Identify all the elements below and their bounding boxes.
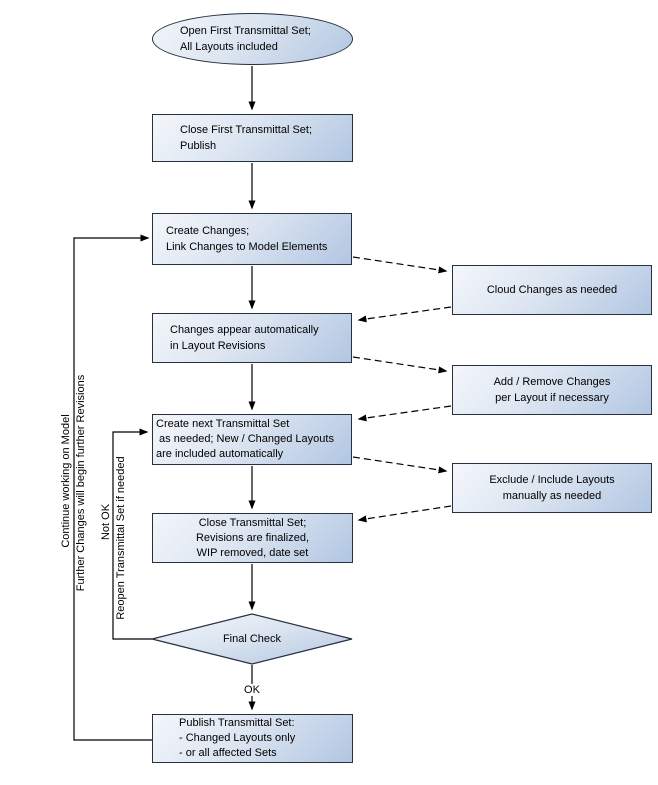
node-close-first-set: Close First Transmittal Set; Publish	[152, 114, 353, 162]
node-add-remove-line: per Layout if necessary	[495, 392, 609, 404]
dashed-exclude-to-close-set	[357, 505, 452, 523]
dashed-cloud-to-changes-appear	[357, 306, 452, 323]
node-changes-appear-line: Changes appear automatically	[170, 324, 319, 336]
node-create-next-set: Create next Transmittal Set as needed; N…	[152, 414, 352, 465]
label-reopen-set: Reopen Transmittal Set if needed	[115, 456, 127, 620]
loop-final-check-to-create-next	[112, 428, 152, 640]
node-close-first-line: Close First Transmittal Set;	[180, 124, 313, 136]
node-publish-line: Publish Transmittal Set:	[179, 717, 295, 729]
node-add-remove-changes: Add / Remove Changes per Layout if neces…	[452, 365, 652, 415]
loop-publish-to-create-changes	[73, 234, 152, 741]
node-add-remove-line: Add / Remove Changes	[493, 376, 611, 388]
node-create-changes-line: Create Changes;	[166, 225, 250, 237]
dashed-create-changes-to-cloud	[352, 256, 448, 274]
node-publish-set: Publish Transmittal Set: - Changed Layou…	[152, 714, 353, 763]
node-create-next-line: as needed; New / Changed Layouts	[156, 433, 334, 445]
label-further-changes: Further Changes will begin further Revis…	[75, 374, 87, 592]
label-not-ok: Not OK	[100, 503, 112, 541]
node-exclude-include-line: Exclude / Include Layouts	[489, 474, 615, 486]
node-exclude-include-layouts: Exclude / Include Layouts manually as ne…	[452, 463, 652, 513]
node-create-changes: Create Changes; Link Changes to Model El…	[152, 213, 352, 265]
label-continue-working: Continue working on Model	[60, 414, 72, 548]
node-create-changes-line: Link Changes to Model Elements	[166, 241, 328, 253]
dashed-changes-appear-to-add-remove	[352, 356, 448, 374]
node-create-next-line: Create next Transmittal Set	[156, 418, 290, 430]
node-close-set-line: Close Transmittal Set;	[198, 516, 307, 529]
node-start-line: Open First Transmittal Set;	[180, 25, 311, 37]
node-start: Open First Transmittal Set; All Layouts …	[152, 13, 353, 65]
node-create-next-line: are included automatically	[156, 448, 284, 460]
label-ok: OK	[242, 684, 262, 696]
node-exclude-include-line: manually as needed	[502, 490, 602, 502]
node-changes-appear: Changes appear automatically in Layout R…	[152, 313, 352, 363]
node-start-line: All Layouts included	[180, 41, 278, 53]
node-publish-line: - or all affected Sets	[179, 747, 277, 759]
node-close-set: Close Transmittal Set; Revisions are fin…	[152, 513, 353, 563]
final-check-diamond-shape	[151, 613, 353, 665]
node-close-first-line: Publish	[180, 140, 217, 152]
dashed-add-remove-to-create-next	[357, 405, 452, 422]
node-changes-appear-line: in Layout Revisions	[170, 340, 266, 352]
node-cloud-changes-line: Cloud Changes as needed	[486, 284, 618, 296]
node-close-set-line: Revisions are finalized,	[195, 531, 310, 544]
node-close-set-line: WIP removed, date set	[196, 546, 309, 559]
dashed-create-next-to-exclude	[352, 456, 448, 474]
node-publish-line: - Changed Layouts only	[179, 732, 296, 744]
node-cloud-changes: Cloud Changes as needed	[452, 265, 652, 315]
